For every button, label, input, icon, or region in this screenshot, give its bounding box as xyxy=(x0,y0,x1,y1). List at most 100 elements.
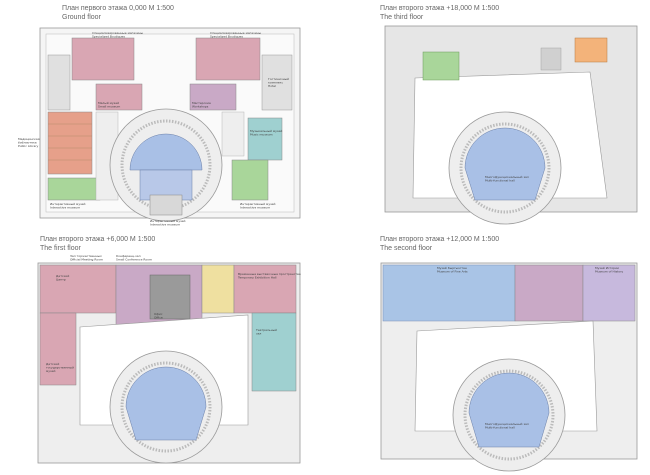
first-label-exhibition-line2: Temporary Exhibition Hall xyxy=(237,276,277,280)
ground-label-hotel: Гостиничный xyxy=(268,77,289,81)
ground-label-music: Музыкальный музей xyxy=(250,129,282,133)
ground-label-interactive-1-line2: Interactive museum xyxy=(50,206,80,210)
second-label-fine-arts: Музей Кыргызстан xyxy=(437,266,467,270)
ground-label-interactive-2: Интерактивный музей xyxy=(240,202,276,206)
ground-label-boutiques-left: Специализированные магазины xyxy=(92,31,144,35)
first-gray-block xyxy=(149,274,191,320)
first-label-conference-line2: Small Conference Room xyxy=(116,258,152,262)
ground-label-small-museum: Малый музей xyxy=(98,101,119,105)
ground-floor-title-line2: Ground floor xyxy=(62,14,101,21)
ground-boutiques-right xyxy=(195,37,261,81)
second-floor-title: План второго этажа +12,000 М 1:500 The s… xyxy=(380,235,499,253)
ground-label-library: Медицинская xyxy=(18,137,40,141)
third-floor-title-line1: План второго этажа +18,000 М 1:500 xyxy=(380,5,500,12)
second-floor-title-line1: План второго этажа +12,000 М 1:500 xyxy=(380,236,500,243)
first-yellow-block xyxy=(201,264,235,314)
second-auditorium-seating xyxy=(468,372,550,448)
second-label-history-line2: Museum of History xyxy=(595,270,623,274)
ground-label-library-line2: библиотека xyxy=(18,141,37,145)
ground-interactive-right xyxy=(231,159,269,201)
third-orange-room xyxy=(574,37,608,63)
second-blue-block xyxy=(382,264,516,322)
first-label-conference: Конференц-зал xyxy=(116,254,141,258)
svg-text:Временные выставочные простран: Временные выставочные пространстваTempor… xyxy=(237,272,301,280)
first-label-theatre: Театральный xyxy=(255,328,277,332)
ground-auditorium-seating xyxy=(129,133,203,171)
second-lavender-block xyxy=(582,264,636,322)
second-label-fine-arts-line2: Museum of Fine Arts xyxy=(437,270,468,274)
third-floor-title: План второго этажа +18,000 М 1:500 The t… xyxy=(380,4,499,22)
ground-floor-panel: План первого этажа 0,000 М 1:500 Ground … xyxy=(0,0,325,235)
ground-label-boutiques-right-line2: Specialized Boutiques xyxy=(210,35,243,39)
first-floor-title: План второго этажа +6,000 М 1:500 The fi… xyxy=(40,235,155,253)
second-mauve-block xyxy=(514,264,584,322)
ground-library xyxy=(47,111,93,175)
ground-music-museum xyxy=(247,117,283,161)
third-auditorium-seating xyxy=(464,127,546,201)
ground-label-music-line2: Music museum xyxy=(250,133,273,137)
first-auditorium-seating xyxy=(125,366,207,441)
first-floor-panel: План второго этажа +6,000 М 1:500 The fi… xyxy=(0,235,325,475)
third-floor-panel: План второго этажа +18,000 М 1:500 The t… xyxy=(325,0,650,235)
ground-floor-title-line1: План первого этажа 0,000 М 1:500 xyxy=(62,5,174,12)
ground-label-interactive-3-line2: Interactive museum xyxy=(150,223,180,227)
second-label-hall: Многофункциональный зал xyxy=(485,422,529,426)
ground-label-hotel-line3: Hotel xyxy=(268,84,276,88)
second-label-hall-line2: Multi-functional hall xyxy=(485,426,515,430)
first-label-museum: Детский xyxy=(46,362,59,366)
ground-label-small-museum-line2: Small museum xyxy=(98,105,120,109)
ground-label-boutiques-left-line2: Specialized Boutiques xyxy=(92,35,125,39)
first-label-meeting-line2: Official Meeting Room xyxy=(70,258,103,262)
first-teal-block xyxy=(251,312,297,392)
ground-small-museum xyxy=(95,83,143,111)
second-floor-title-line2: The second floor xyxy=(380,245,433,252)
ground-label-interactive-3: Интерактивный музей xyxy=(150,219,186,223)
ground-label-interactive-2-line2: Interactive museum xyxy=(240,206,270,210)
first-floor-title-line2: The first floor xyxy=(40,245,81,252)
second-label-history: Музей Истории xyxy=(595,266,619,270)
first-label-exhibition: Временные выставочные пространства xyxy=(238,272,301,276)
ground-label-boutiques-right: Специализированные магазины xyxy=(210,31,262,35)
third-label-hall: Многофункциональный зал xyxy=(485,175,529,179)
first-exhibition-block xyxy=(233,264,297,314)
ground-workshops xyxy=(189,83,237,111)
ground-label-workshops: Мастерские xyxy=(192,101,211,105)
ground-label-interactive-1: Интерактивный музей xyxy=(50,202,86,206)
ground-interactive-left xyxy=(47,177,101,201)
third-floor-title-line2: The third floor xyxy=(380,14,424,21)
ground-floor-title: План первого этажа 0,000 М 1:500 Ground … xyxy=(62,4,174,22)
first-label-theatre-line2: зал xyxy=(256,332,261,336)
ground-label-hotel-line2: комплекс xyxy=(268,81,283,85)
first-left-wing xyxy=(39,312,77,386)
first-label-office: Офис xyxy=(154,312,163,316)
third-label-hall-line2: Multi-functional hall xyxy=(485,179,515,183)
second-floor-panel: План второго этажа +12,000 М 1:500 The s… xyxy=(325,235,650,475)
third-green-room xyxy=(422,51,460,81)
first-label-office-line2: Office xyxy=(154,316,163,320)
first-label-museum-line2: государственный xyxy=(46,366,74,370)
first-floor-title-line1: План второго этажа +6,000 М 1:500 xyxy=(40,236,156,243)
ground-boutiques-left xyxy=(71,37,135,81)
first-label-children: Детский xyxy=(56,274,69,278)
